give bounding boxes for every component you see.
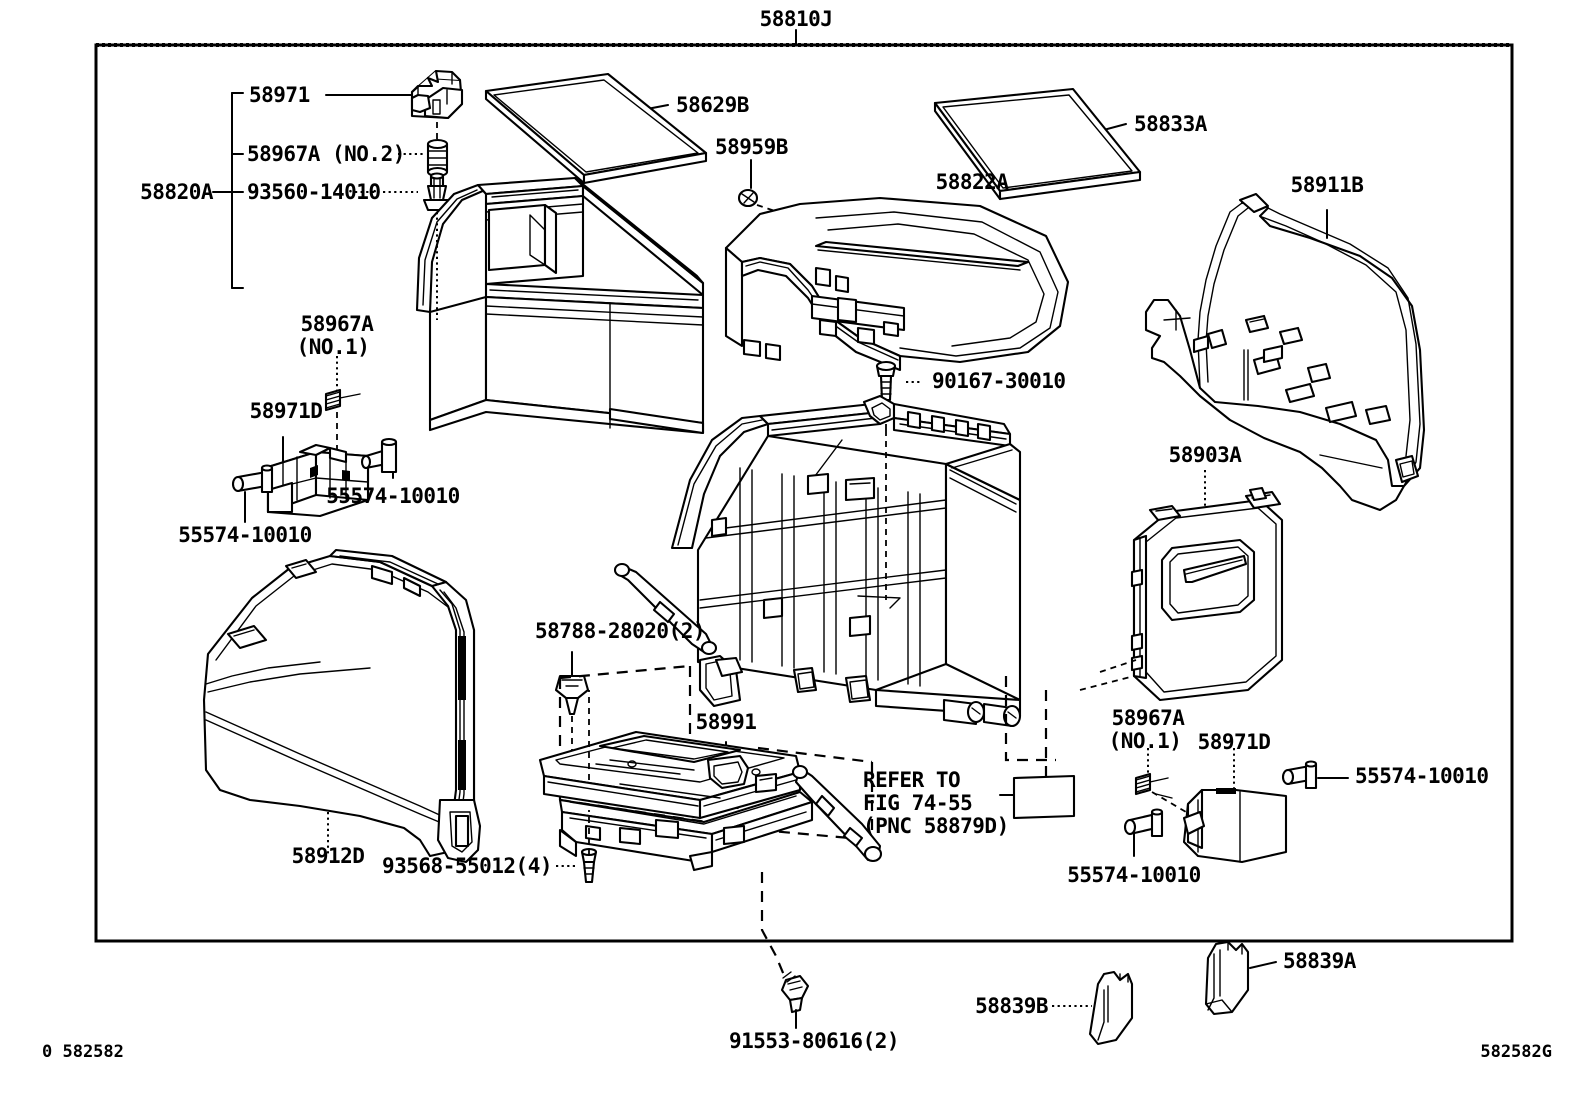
spring-coil-left xyxy=(324,388,361,412)
label-58839a: 58839A xyxy=(1283,949,1356,973)
part-55574-10010-d xyxy=(1123,808,1164,857)
part-58959b xyxy=(737,159,779,213)
footer-left-code: 0 582582 xyxy=(42,1042,124,1062)
part-58991 xyxy=(538,664,874,872)
label-58912d: 58912D xyxy=(291,844,365,868)
label-58967a-no1-left: 58967A xyxy=(300,312,374,336)
refer-to-line1: REFER TO xyxy=(863,768,961,792)
refer-to-box xyxy=(999,690,1076,820)
label-58820a: 58820A xyxy=(140,180,213,204)
label-58967a-no1-left-sub: (NO.1) xyxy=(296,335,370,359)
part-58822a xyxy=(724,196,1070,372)
part-58839a xyxy=(1204,940,1277,1016)
part-55574-10010-c xyxy=(1281,760,1349,790)
label-55574-10010-d: 55574-10010 xyxy=(1067,863,1201,887)
group-bracket-58820a xyxy=(212,92,244,289)
part-93560-14010 xyxy=(355,172,452,212)
label-91553-80616: 91553-80616(2) xyxy=(728,1029,900,1053)
part-58912d xyxy=(202,548,482,864)
part-55574-10010-a xyxy=(360,437,398,479)
part-58820a-console-body xyxy=(415,176,705,435)
label-58629b: 58629B xyxy=(676,93,749,117)
part-58967a-no2 xyxy=(398,138,449,194)
part-55574-10010-b xyxy=(231,464,274,523)
label-90167-30010: 90167-30010 xyxy=(932,369,1066,393)
clip-tabs xyxy=(1192,314,1392,426)
label-58903a: 58903A xyxy=(1168,443,1242,467)
label-55574-10010-b: 55574-10010 xyxy=(178,523,312,547)
label-58959b: 58959B xyxy=(715,135,788,159)
label-58971: 58971 xyxy=(249,83,310,107)
label-58839b: 58839B xyxy=(975,994,1048,1018)
refer-to-line2: FIG 74-55 xyxy=(863,791,973,815)
label-58822a: 58822A xyxy=(935,170,1009,194)
label-58971d-left: 58971D xyxy=(249,399,323,423)
part-connector-rod-upper xyxy=(613,562,718,656)
part-91553-80616 xyxy=(760,872,810,1029)
part-connector-rod-lower xyxy=(791,764,883,863)
label-58967a-no1-right-sub: (NO.1) xyxy=(1108,729,1182,753)
diagram-title-code: 58810J xyxy=(759,7,833,31)
part-center-frame xyxy=(670,394,1022,728)
part-58903a xyxy=(1004,470,1284,762)
part-58833a xyxy=(933,87,1142,201)
part-58911b xyxy=(1144,192,1426,512)
label-93568-55012: 93568-55012(4) xyxy=(381,854,553,878)
label-55574-10010-a: 55574-10010 xyxy=(326,484,460,508)
part-58629b xyxy=(484,72,708,185)
part-58839b xyxy=(1052,970,1134,1046)
label-55574-10010-c: 55574-10010 xyxy=(1355,764,1489,788)
label-58911b: 58911B xyxy=(1290,173,1364,197)
refer-to-line3: (PNC 58879D) xyxy=(863,814,1009,838)
label-93560-14010: 93560-14010 xyxy=(247,180,381,204)
label-58833a: 58833A xyxy=(1134,112,1207,136)
label-58971d-right: 58971D xyxy=(1197,730,1271,754)
diagram-border xyxy=(94,43,1514,943)
label-58991: 58991 xyxy=(695,710,757,734)
footer-right-code: 582582G xyxy=(1480,1042,1552,1062)
part-93568-55012 xyxy=(556,690,598,884)
part-58971 xyxy=(325,69,464,142)
label-58967a-no1-right: 58967A xyxy=(1111,706,1185,730)
label-58967a-no2: 58967A (NO.2) xyxy=(247,142,405,166)
part-58967a-no1-right xyxy=(1134,748,1187,813)
part-58967a-no1-left xyxy=(324,356,361,450)
part-58971d-right xyxy=(1182,748,1288,864)
label-58788-28020: 58788-28020(2) xyxy=(534,619,706,643)
part-58971d-left xyxy=(266,436,370,518)
